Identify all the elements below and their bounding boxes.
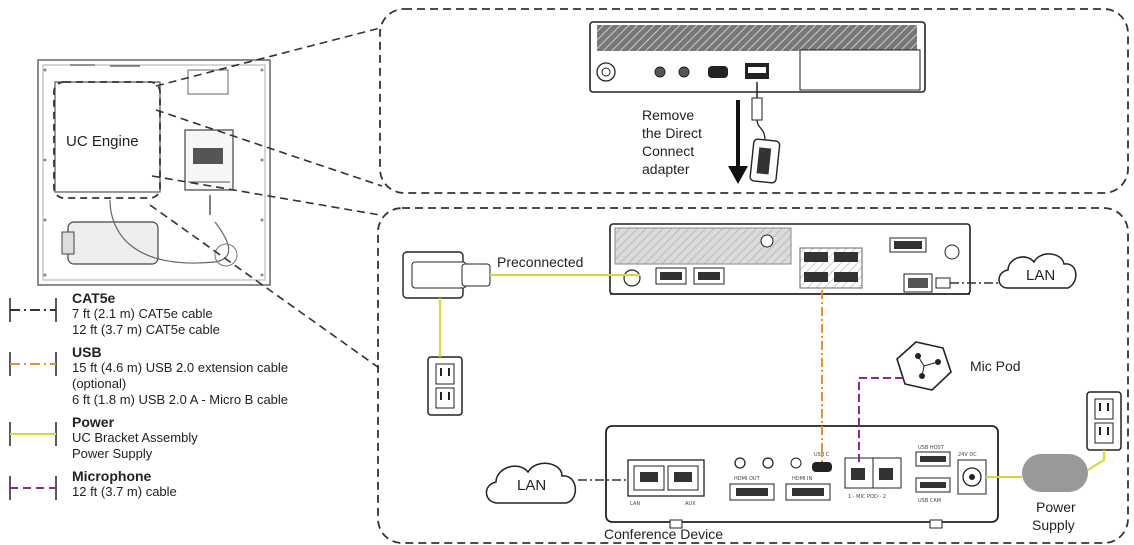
uc-engine-label: UC Engine: [66, 133, 139, 150]
legend-swatch-usb: [9, 352, 57, 376]
top-detail-panel: [379, 8, 1129, 194]
legend-title: USB: [72, 344, 102, 360]
wall-outlet-left: [427, 356, 463, 416]
port-label-usb-cam: USB CAM: [918, 498, 941, 504]
uc-engine-front: [589, 21, 926, 93]
legend-line: 12 ft (3.7 m) cable: [72, 484, 177, 499]
port-label-usb-host: USB HOST: [918, 445, 945, 451]
uc-engine-highlight: [53, 81, 161, 199]
lan-top-label: LAN: [1026, 267, 1055, 284]
direct-connect-adapter: [749, 82, 781, 184]
cable-power-conference: [986, 450, 1105, 478]
lan-cloud-bottom: LAN: [485, 462, 576, 504]
port-label-aux: AUX: [685, 501, 696, 507]
port-label-hdmi-in: HDMI IN: [792, 476, 812, 482]
cable-microphone: [858, 377, 905, 462]
port-label-dc-in: 24V DC: [958, 452, 977, 458]
legend-line: 15 ft (4.6 m) USB 2.0 extension cable: [72, 360, 289, 375]
wall-outlet-right: [1086, 391, 1122, 451]
mic-pod-label: Mic Pod: [970, 358, 1021, 374]
port-label-lan: LAN: [630, 501, 640, 507]
legend-title: Microphone: [72, 468, 152, 484]
preconnected-label: Preconnected: [497, 254, 583, 270]
lan-bottom-label: LAN: [517, 477, 546, 494]
power-supply-label: Power Supply: [1032, 499, 1080, 533]
legend-title: Power: [72, 414, 115, 430]
legend-title: CAT5e: [72, 290, 116, 306]
port-label-mic-pod: 1 - MIC POD - 2: [848, 494, 886, 500]
port-label-hdmi-out: HDMI OUT: [734, 476, 761, 482]
legend-line: 12 ft (3.7 m) CAT5e cable: [72, 322, 220, 337]
mic-pod: [896, 341, 952, 391]
legend-line: (optional): [72, 376, 127, 391]
conference-device: LAN AUX HDMI OUT HDMI IN USB C 1 - MIC P…: [605, 425, 999, 529]
engine-power-plug: [402, 251, 491, 299]
legend-swatch-power: [9, 422, 57, 446]
uc-engine-rear: [609, 223, 971, 295]
legend-line: 7 ft (2.1 m) CAT5e cable: [72, 306, 213, 321]
legend-line: UC Bracket Assembly: [72, 430, 198, 445]
legend-swatch-cat5e: [9, 298, 57, 322]
legend-swatch-microphone: [9, 476, 57, 500]
lan-cloud-top: LAN: [998, 253, 1077, 289]
remove-adapter-label: Remove the Direct Connect adapter: [642, 107, 706, 177]
cable-power-engine: [439, 274, 640, 357]
remove-arrow: [728, 100, 748, 184]
bracket-assembly: [37, 59, 271, 286]
conference-device-label: Conference Device: [604, 526, 723, 542]
legend-line: 6 ft (1.8 m) USB 2.0 A - Micro B cable: [72, 392, 289, 407]
legend-line: Power Supply: [72, 446, 153, 461]
power-supply-brick: [1022, 454, 1088, 492]
bottom-detail-panel: [377, 207, 1129, 544]
callout-lines: [149, 27, 383, 371]
